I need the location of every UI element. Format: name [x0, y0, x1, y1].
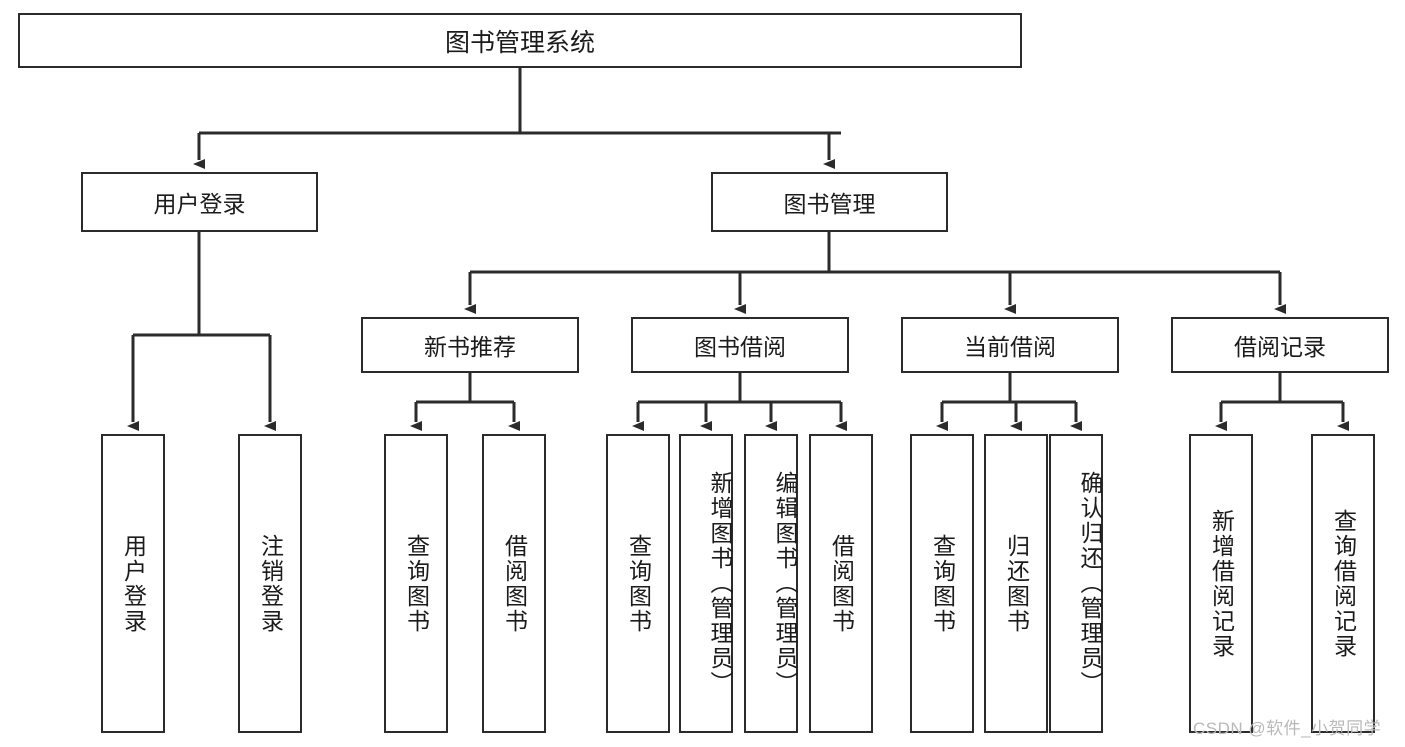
node-book-manage[interactable]: 图书管理: [711, 172, 948, 232]
node-leaf-add-borrow-record[interactable]: 新增借阅记录: [1189, 434, 1253, 733]
node-label: 新书推荐: [424, 334, 516, 360]
node-label: 新增图书（管理员）: [707, 471, 733, 696]
node-label: 借阅图书: [828, 533, 855, 634]
node-leaf-confirm-return-admin[interactable]: 确认归还（管理员）: [1049, 434, 1103, 733]
node-label: 查询借阅记录: [1330, 508, 1357, 659]
node-label: 新增借阅记录: [1208, 508, 1235, 659]
node-leaf-edit-book-admin[interactable]: 编辑图书（管理员）: [744, 434, 798, 733]
node-leaf-return-book[interactable]: 归还图书: [984, 434, 1048, 733]
node-leaf-query-borrow-record[interactable]: 查询借阅记录: [1311, 434, 1375, 733]
node-label: 编辑图书（管理员）: [772, 471, 798, 696]
node-label: 借阅图书: [501, 533, 528, 634]
node-label: 图书借阅: [694, 334, 786, 360]
node-leaf-query-book-borrow[interactable]: 查询图书: [606, 434, 670, 733]
node-label: 图书管理: [783, 191, 876, 217]
node-label: 当前借阅: [964, 334, 1056, 360]
node-current-borrow[interactable]: 当前借阅: [901, 317, 1119, 373]
node-label: 用户登录: [120, 533, 147, 634]
node-label: 查询图书: [403, 533, 430, 634]
node-label: 用户登录: [153, 191, 246, 217]
node-leaf-borrow-book-recommend[interactable]: 借阅图书: [482, 434, 546, 733]
node-new-book-recommend[interactable]: 新书推荐: [361, 317, 579, 373]
node-label: 查询图书: [929, 533, 956, 634]
node-leaf-query-book-recommend[interactable]: 查询图书: [384, 434, 448, 733]
node-borrow-record[interactable]: 借阅记录: [1171, 317, 1389, 373]
node-leaf-query-book-current[interactable]: 查询图书: [910, 434, 974, 733]
node-label: 确认归还（管理员）: [1077, 471, 1103, 696]
node-label: 注销登录: [257, 533, 284, 634]
node-user-login[interactable]: 用户登录: [81, 172, 318, 232]
node-leaf-borrow-book[interactable]: 借阅图书: [809, 434, 873, 733]
node-leaf-user-login[interactable]: 用户登录: [101, 434, 165, 733]
node-book-borrow[interactable]: 图书借阅: [631, 317, 849, 373]
node-leaf-user-logout[interactable]: 注销登录: [238, 434, 302, 733]
csdn-watermark: CSDN @软件_小贺同学: [1193, 719, 1382, 738]
node-label: 图书管理系统: [444, 28, 595, 57]
node-leaf-add-book-admin[interactable]: 新增图书（管理员）: [679, 434, 733, 733]
node-root-system[interactable]: 图书管理系统: [18, 13, 1022, 68]
node-label: 查询图书: [625, 533, 652, 634]
node-label: 借阅记录: [1234, 334, 1326, 360]
node-label: 归还图书: [1003, 533, 1030, 634]
